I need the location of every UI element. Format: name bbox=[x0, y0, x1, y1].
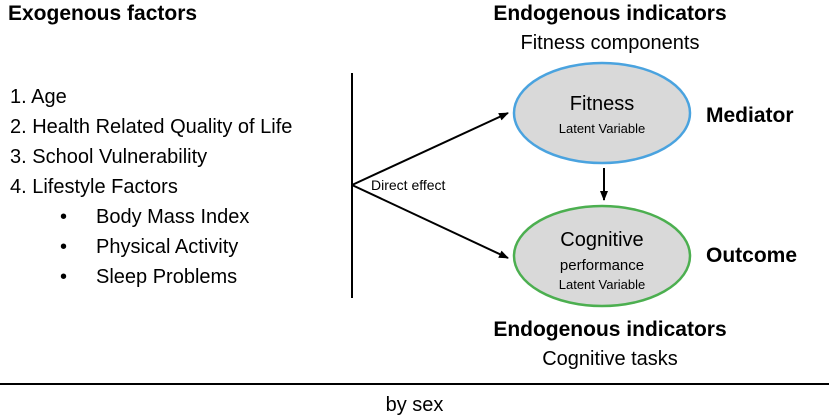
lifestyle-subitem-label: Sleep Problems bbox=[96, 266, 238, 288]
exogenous-list: 1. Age 2. Health Related Quality of Life… bbox=[10, 82, 292, 292]
lifestyle-subitem-label: Body Mass Index bbox=[96, 206, 250, 228]
exogenous-item-age: 1. Age bbox=[10, 86, 67, 108]
outcome-label: Outcome bbox=[706, 244, 798, 267]
mediator-label: Mediator bbox=[706, 104, 794, 127]
arrow-to-cognitive bbox=[351, 184, 509, 259]
fitness-node bbox=[512, 61, 692, 165]
endogenous-top-subtitle: Fitness components bbox=[520, 32, 700, 54]
by-sex-label: by sex bbox=[385, 394, 444, 416]
direct-effect-label: Direct effect bbox=[371, 177, 446, 193]
lifestyle-subitem-bmi: • Body Mass Index bbox=[10, 202, 292, 232]
exogenous-item-hrqol: 2. Health Related Quality of Life bbox=[10, 116, 293, 138]
endogenous-bottom-title: Endogenous indicators bbox=[493, 318, 727, 341]
bullet-icon: • bbox=[60, 206, 68, 228]
arrow-to-fitness bbox=[351, 112, 509, 186]
lifestyle-subitem-label: Physical Activity bbox=[96, 236, 239, 258]
bullet-icon: • bbox=[60, 236, 68, 258]
lifestyle-subitem-sleep: • Sleep Problems bbox=[10, 262, 292, 292]
cognitive-node-subtitle: Latent Variable bbox=[559, 277, 646, 292]
cognitive-node-title: Cognitive bbox=[560, 229, 643, 251]
fitness-node-title: Fitness bbox=[570, 93, 634, 115]
endogenous-bottom-subtitle: Cognitive tasks bbox=[542, 348, 678, 370]
cognitive-node bbox=[512, 204, 692, 308]
exogenous-item-lifestyle: 4. Lifestyle Factors bbox=[10, 176, 178, 198]
endogenous-top-title: Endogenous indicators bbox=[493, 2, 727, 25]
cognitive-node-line2: performance bbox=[560, 257, 644, 274]
bullet-icon: • bbox=[60, 266, 68, 288]
exogenous-item-school-vulnerability: 3. School Vulnerability bbox=[10, 146, 208, 168]
fitness-node-subtitle: Latent Variable bbox=[559, 121, 646, 136]
lifestyle-subitem-physical-activity: • Physical Activity bbox=[10, 232, 292, 262]
exogenous-title: Exogenous factors bbox=[8, 2, 198, 25]
